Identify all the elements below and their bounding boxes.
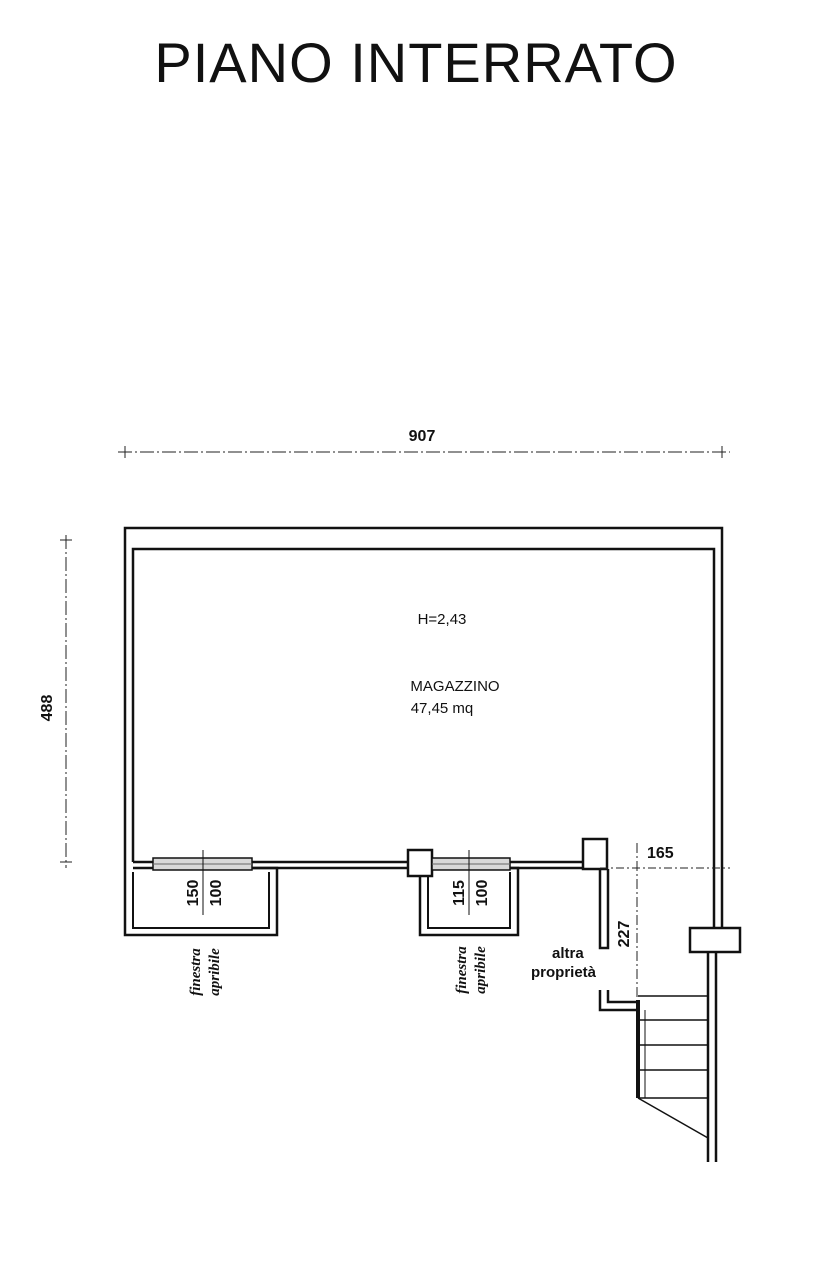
window-left-height: 100 <box>208 880 225 907</box>
window-center-width: 115 <box>451 880 468 906</box>
window-left-width: 150 <box>185 880 202 907</box>
window-center-height: 100 <box>474 880 491 907</box>
pillar-right <box>581 837 609 871</box>
stair-cap <box>688 926 742 954</box>
window-center-label-line2: apribile <box>473 946 489 994</box>
pillar-center <box>406 848 434 878</box>
staircase <box>636 952 718 1162</box>
light-well-left: 150 100 finestra apribile <box>123 850 279 996</box>
light-well-center: 115 100 finestra apribile <box>418 850 520 994</box>
width-dimension-label: 907 <box>409 428 436 445</box>
depth-dimension: 488 <box>39 535 72 868</box>
stair-dimension: 165 227 <box>600 843 730 1000</box>
neighbor-label-line1: altra <box>552 945 584 962</box>
depth-dimension-label: 488 <box>39 695 56 722</box>
window-center-label-line1: finestra <box>454 946 470 994</box>
neighbor-label-line2: proprietà <box>531 964 597 981</box>
passage-walls <box>598 869 638 1012</box>
passage-length-label: 227 <box>616 921 633 948</box>
stair-width-label: 165 <box>647 845 674 862</box>
window-left-label-line1: finestra <box>188 948 204 996</box>
room-name-label: MAGAZZINO <box>410 678 499 695</box>
window-left-label-line2: apribile <box>207 948 223 996</box>
width-dimension: 907 <box>118 428 730 458</box>
page-title: PIANO INTERRATO <box>154 31 678 94</box>
room-height-label: H=2,43 <box>418 611 467 628</box>
room-area-label: 47,45 mq <box>411 700 474 717</box>
